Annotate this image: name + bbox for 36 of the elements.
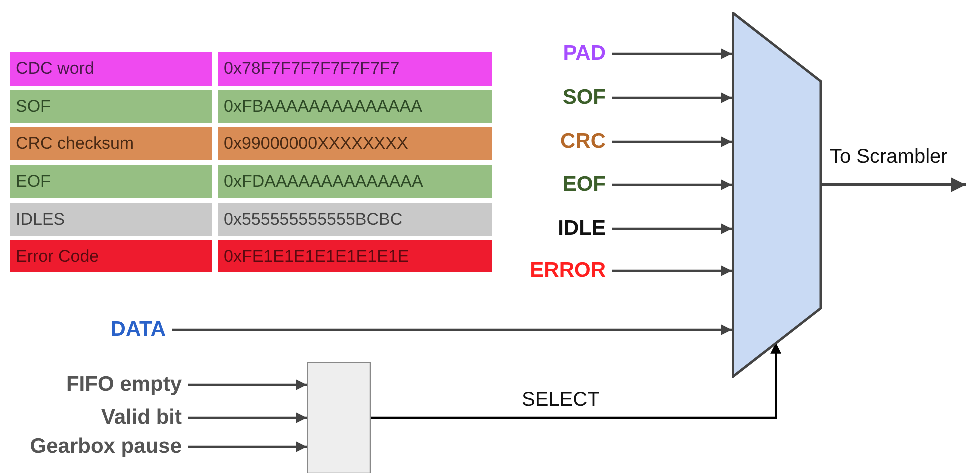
arrow — [612, 92, 732, 104]
arrow — [612, 48, 732, 60]
table-cell: 0xFE1E1E1E1E1E1E1E — [218, 240, 492, 272]
table-cell: CRC checksum — [10, 127, 212, 160]
table-cell: 0xFBAAAAAAAAAAAAAA — [218, 90, 492, 123]
signal-label: Valid bit — [40, 405, 182, 431]
signal-label: SOF — [550, 85, 606, 111]
arrow — [612, 136, 732, 148]
table-cell: 0x78F7F7F7F7F7F7F7 — [218, 52, 492, 86]
table-cell: 0x555555555555BCBC — [218, 203, 492, 236]
signal-label: EOF — [550, 172, 606, 198]
arrow — [612, 266, 732, 276]
table-cell: EOF — [10, 165, 212, 198]
arrow — [188, 442, 307, 452]
signal-label: PAD — [550, 41, 606, 67]
table-cell: SOF — [10, 90, 212, 123]
arrow — [172, 324, 732, 336]
multiplexer-trapezoid — [732, 12, 822, 378]
table-cell: CDC word — [10, 52, 212, 86]
table-cell: Error Code — [10, 240, 212, 272]
signal-label: CRC — [550, 129, 606, 155]
table-cell: IDLES — [10, 203, 212, 236]
logic-block — [307, 362, 371, 473]
arrow — [822, 178, 966, 192]
signal-label: FIFO empty — [40, 372, 182, 398]
arrow — [612, 180, 732, 190]
signal-label: ERROR — [515, 258, 606, 284]
signal-label: IDLE — [550, 216, 606, 242]
arrow — [188, 380, 307, 390]
table-cell: 0xFDAAAAAAAAAAAAAA — [218, 165, 492, 198]
arrow — [612, 224, 732, 234]
arrow — [188, 412, 307, 424]
table-cell: 0x99000000XXXXXXXX — [218, 127, 492, 160]
signal-label: DATA — [100, 317, 166, 343]
signal-label: Gearbox pause — [5, 434, 182, 460]
arrow — [371, 342, 782, 420]
